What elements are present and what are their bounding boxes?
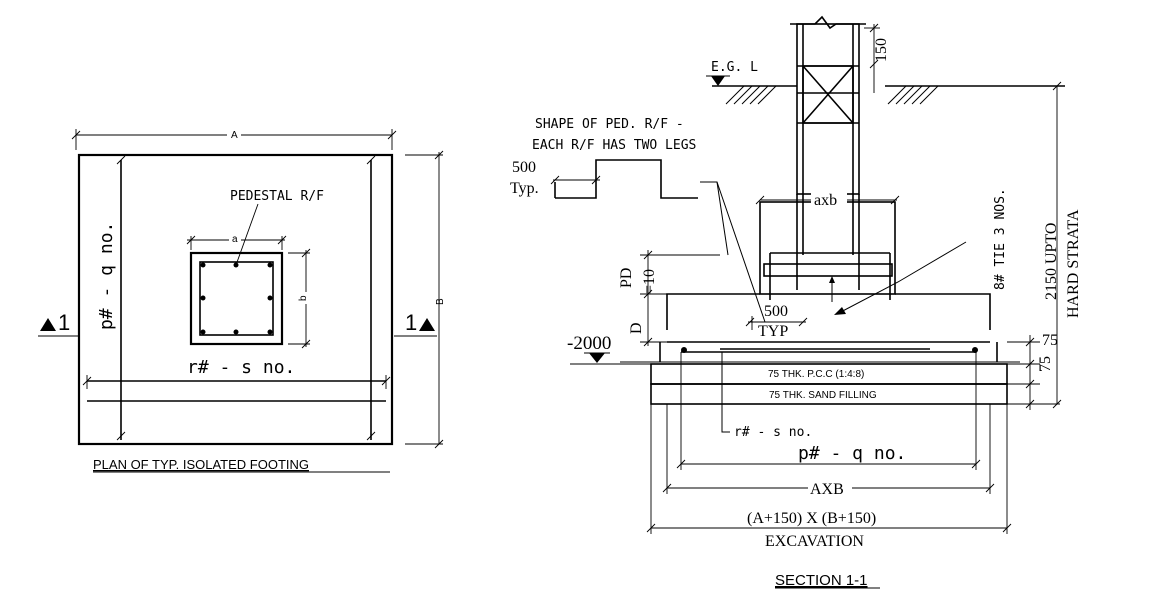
section-dim-150-label: 150 bbox=[873, 38, 890, 62]
plan-pedestal-label: PEDESTAL R/F bbox=[230, 189, 324, 204]
section-level: -2000 bbox=[567, 333, 651, 365]
plan-pedestal: a b PEDESTAL R/F bbox=[186, 189, 324, 349]
section-dim-500-mid-label: 500 bbox=[764, 303, 788, 320]
section-excavation-line1: (A+150) X (B+150) bbox=[747, 510, 876, 527]
section-pedestal: axb bbox=[755, 192, 900, 302]
plan-bars-q-label: p# - q no. bbox=[96, 222, 117, 330]
plan-bars-horizontal: r# - s no. bbox=[82, 357, 391, 402]
plan-section-marker-left: 1 bbox=[38, 310, 78, 337]
section-shape-line1: SHAPE OF PED. R/F - bbox=[535, 117, 684, 132]
section-dim-AXB: AXB bbox=[662, 404, 995, 498]
plan-view: A B p# - q no. bbox=[38, 128, 446, 473]
plan-bars-vertical: p# - q no. bbox=[96, 155, 376, 441]
section-depth-dim: 2150 UPTO HARD STRATA bbox=[1043, 81, 1082, 409]
section-axb-label: axb bbox=[814, 192, 837, 209]
section-typ-mid-label: TYP bbox=[758, 323, 788, 340]
plan-section-marker-right-label: 1 bbox=[405, 310, 417, 335]
section-depth-line2: HARD STRATA bbox=[1065, 209, 1082, 318]
section-title: SECTION 1-1 bbox=[775, 572, 868, 589]
section-pd-value: =10 bbox=[641, 269, 658, 294]
section-dim-75-b: 75 bbox=[1037, 356, 1054, 372]
plan-section-marker-right: 1 bbox=[394, 310, 437, 337]
section-dim-75: 75 75 bbox=[990, 332, 1060, 410]
section-ground-level: E.G. L bbox=[706, 60, 1065, 105]
section-dim-150: 150 bbox=[864, 23, 890, 93]
section-egl-label: E.G. L bbox=[711, 60, 758, 75]
plan-section-marker-left-label: 1 bbox=[58, 310, 70, 335]
section-pd-dim: PD =10 D bbox=[618, 250, 720, 347]
section-column bbox=[790, 15, 866, 290]
section-sand-layer: 75 THK. SAND FILLING bbox=[650, 383, 1008, 405]
section-pcc-label: 75 THK. P.C.C (1:4:8) bbox=[768, 369, 864, 380]
section-pd-label: PD bbox=[618, 268, 635, 288]
section-excavation-line2: EXCAVATION bbox=[765, 533, 864, 550]
plan-dim-A: A bbox=[71, 128, 397, 150]
section-bars-q-label: p# - q no. bbox=[798, 443, 906, 464]
section-bars-q: p# - q no. bbox=[676, 352, 981, 470]
plan-dim-a-label: a bbox=[232, 234, 238, 245]
section-view: 150 E.G. L bbox=[510, 15, 1082, 589]
section-dim-500-mid: 500 TYP bbox=[745, 303, 808, 340]
plan-dim-b-label: b bbox=[298, 295, 309, 301]
section-bars-s: r# - s no. bbox=[721, 352, 812, 440]
section-d-label: D bbox=[628, 322, 645, 334]
section-depth-line1: 2150 UPTO bbox=[1043, 223, 1060, 301]
section-bars-s-label: r# - s no. bbox=[734, 425, 812, 440]
plan-dim-A-label: A bbox=[231, 130, 238, 141]
plan-title: PLAN OF TYP. ISOLATED FOOTING bbox=[93, 457, 309, 472]
plan-dim-B: B bbox=[405, 150, 446, 449]
section-level-label: -2000 bbox=[567, 333, 611, 354]
section-dim-500-top: 500 bbox=[512, 159, 536, 176]
section-shape-line2: EACH R/F HAS TWO LEGS bbox=[532, 138, 696, 153]
section-tie-note: 8# TIE 3 NOS. bbox=[834, 188, 1008, 315]
section-sand-label: 75 THK. SAND FILLING bbox=[769, 390, 877, 401]
plan-bars-s-label: r# - s no. bbox=[187, 357, 295, 378]
section-typ-top: Typ. bbox=[510, 180, 539, 197]
section-dim-75-a: 75 bbox=[1042, 332, 1058, 349]
section-pcc-layer: 75 THK. P.C.C (1:4:8) bbox=[650, 363, 1008, 385]
section-shape-note: SHAPE OF PED. R/F - EACH R/F HAS TWO LEG… bbox=[510, 117, 766, 323]
section-axb-upper-label: AXB bbox=[810, 481, 844, 498]
plan-dim-B-label: B bbox=[435, 298, 446, 305]
section-excavation: (A+150) X (B+150) EXCAVATION bbox=[646, 404, 1012, 550]
section-tie-label: 8# TIE 3 NOS. bbox=[993, 188, 1008, 290]
section-footing bbox=[620, 293, 1020, 363]
